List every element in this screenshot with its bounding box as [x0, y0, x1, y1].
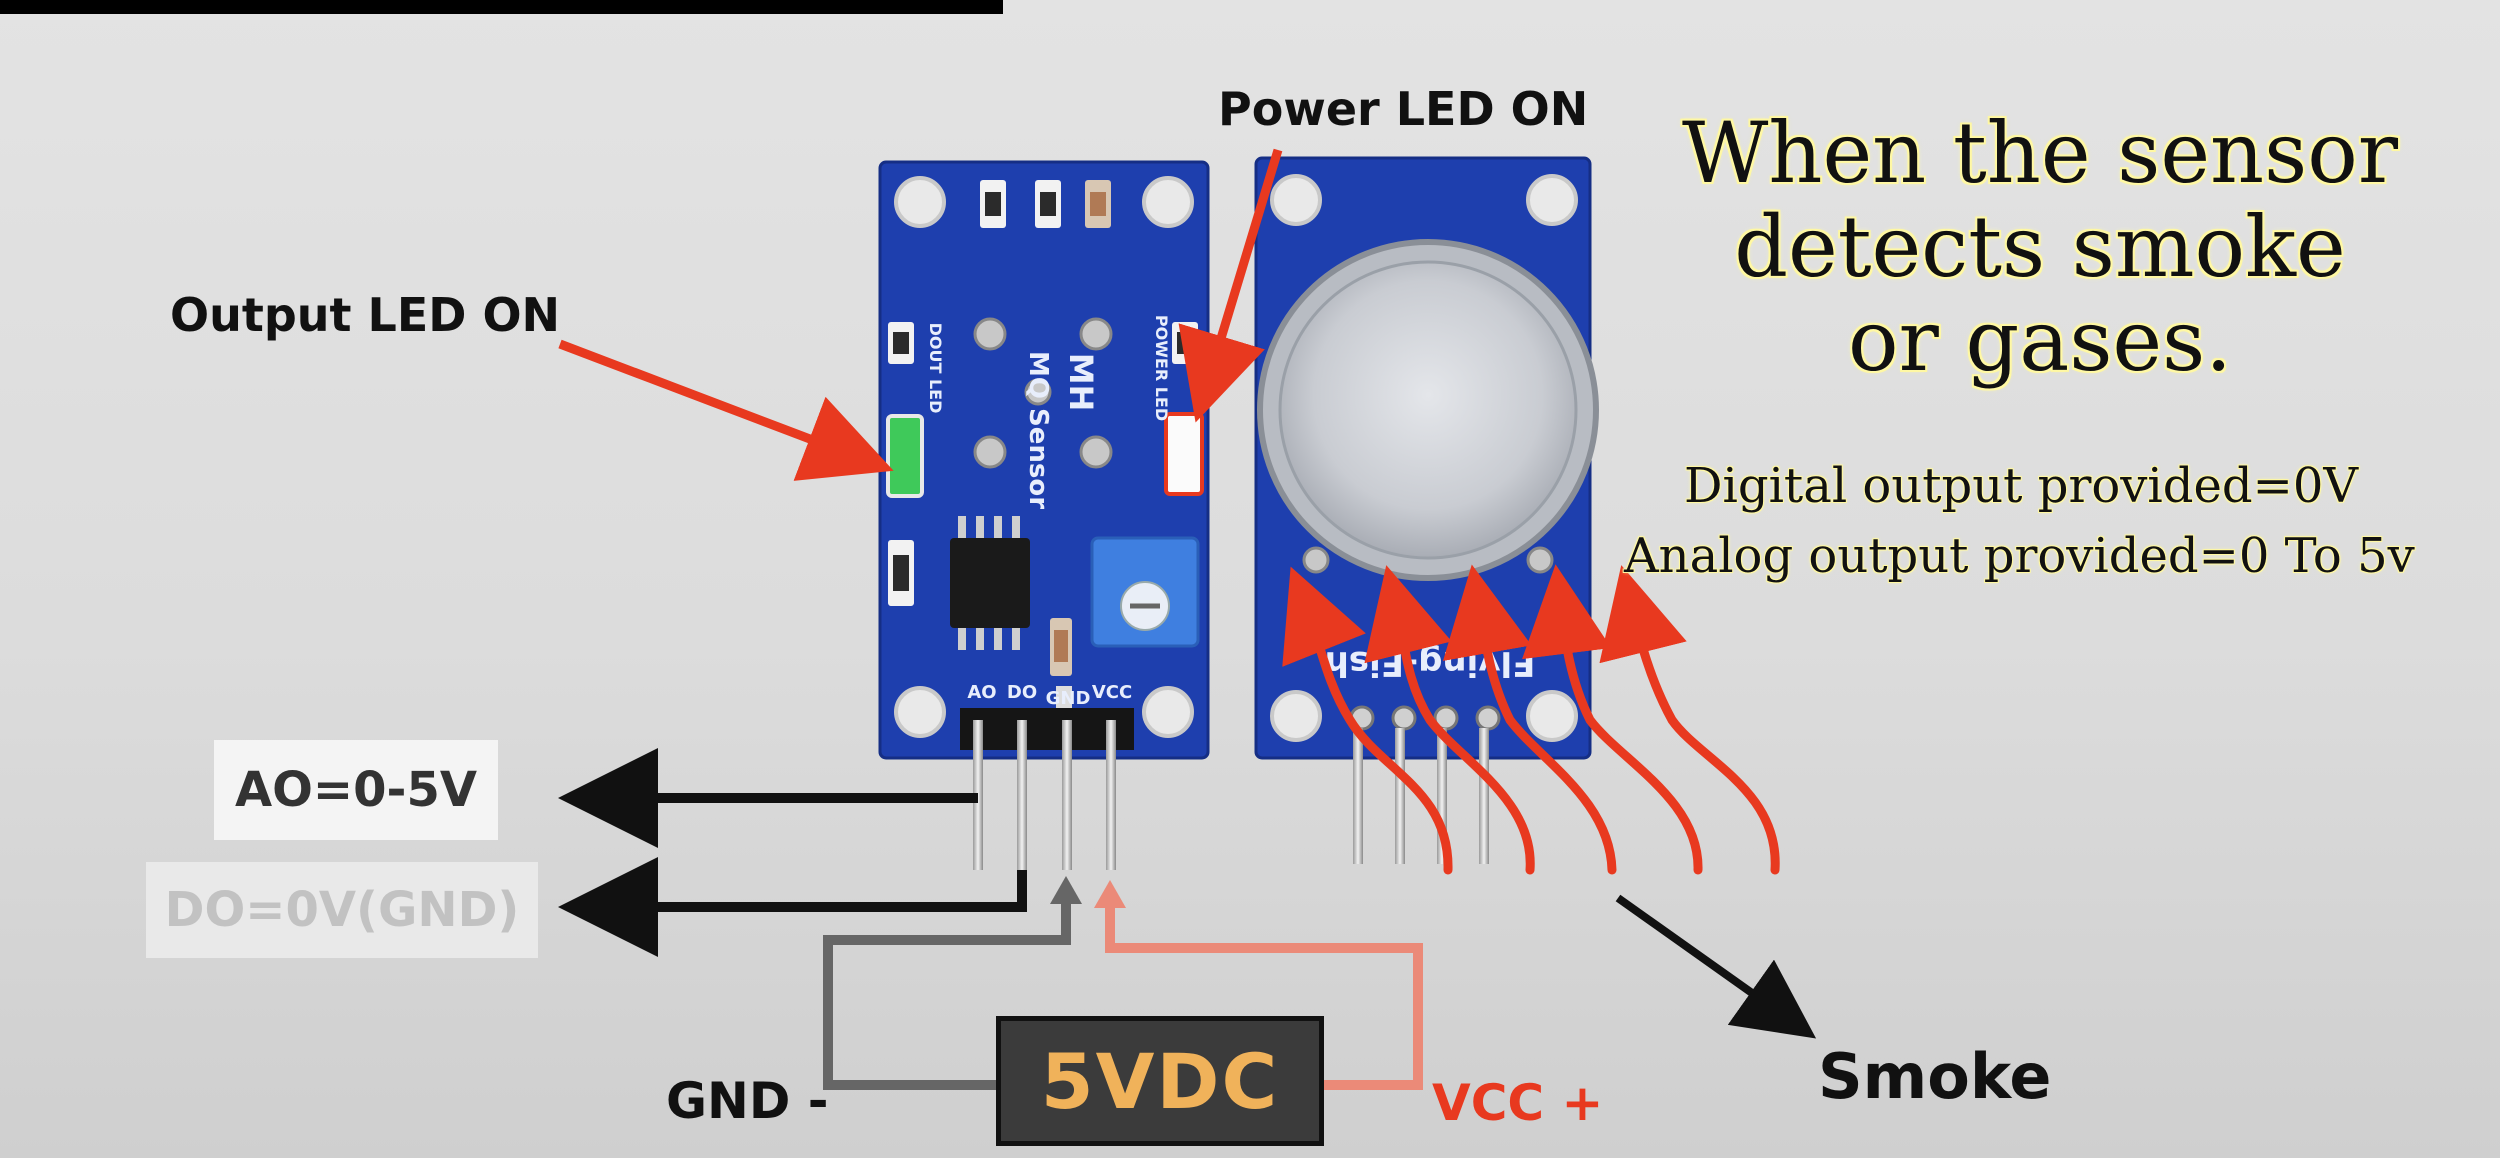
smoke-arrow — [1364, 565, 1535, 875]
mount-hole — [1142, 686, 1194, 738]
back-pins — [1353, 728, 1489, 864]
pin-header — [960, 708, 1134, 750]
smoke-label: Smoke — [1818, 1040, 2052, 1113]
smoke-arrow — [1282, 566, 1453, 875]
svg-text:GND: GND — [1046, 688, 1091, 709]
supply-box: 5VDC — [996, 1016, 1324, 1146]
svg-text:DO: DO — [1007, 682, 1037, 703]
mount-hole — [1270, 690, 1322, 742]
ao-label: AO=0-5V — [214, 740, 498, 840]
headline-line-3: or gases. — [1848, 292, 2232, 391]
do-label: DO=0V(GND) — [146, 862, 538, 958]
mount-hole — [1270, 174, 1322, 226]
front-pcb: MH MQ Sensor DOUT LED POWER LED AO DO GN… — [878, 160, 1210, 760]
power-led-label: Power LED ON — [1218, 82, 1589, 136]
svg-text:POWER LED: POWER LED — [1152, 315, 1171, 421]
svg-text:MQ Sensor: MQ Sensor — [1023, 351, 1053, 509]
mount-hole — [894, 176, 946, 228]
mount-hole — [894, 686, 946, 738]
gnd-wire — [823, 896, 1071, 1090]
vcc-label: VCC + — [1432, 1074, 1604, 1132]
svg-text:DOUT LED: DOUT LED — [926, 323, 945, 414]
vcc-wire — [1105, 904, 1423, 1090]
power-led-arrow — [1178, 148, 1283, 423]
output-led — [886, 414, 924, 498]
svg-text:VCC: VCC — [1092, 682, 1132, 703]
smoke-label-arrow — [1615, 894, 1817, 1039]
smoke-arrow — [1442, 564, 1617, 875]
do-arrow — [558, 857, 1027, 957]
smoke-arrows — [1282, 564, 1780, 875]
headline-line-1: When the sensor — [1682, 104, 2398, 202]
power-led — [1164, 412, 1204, 496]
mount-hole — [1142, 176, 1194, 228]
mount-hole — [1526, 690, 1578, 742]
smoke-arrow — [1522, 564, 1703, 875]
output-led-arrow — [558, 339, 894, 481]
analog-output-text: Analog output provided=0 To 5v — [1624, 528, 2415, 584]
gnd-label: GND - — [666, 1072, 829, 1130]
svg-text:MH: MH — [1062, 353, 1100, 412]
headline-line-2: detects smoke — [1734, 198, 2346, 297]
smoke-arrow — [1599, 565, 1780, 875]
output-led-label: Output LED ON — [170, 288, 561, 342]
svg-text:AO: AO — [967, 682, 996, 703]
headline: When the sensor detects smoke or gases. — [1660, 106, 2420, 388]
potentiometer — [1090, 536, 1200, 648]
mount-hole — [1526, 174, 1578, 226]
svg-text:Flying-Fish: Flying-Fish — [1325, 643, 1536, 683]
top-black-bar — [0, 0, 1003, 14]
gas-sensor-mesh — [1278, 260, 1578, 560]
comparator-chip — [950, 516, 1030, 650]
back-pcb: Flying-Fish — [1254, 156, 1599, 760]
digital-output-text: Digital output provided=0V — [1684, 458, 2359, 514]
